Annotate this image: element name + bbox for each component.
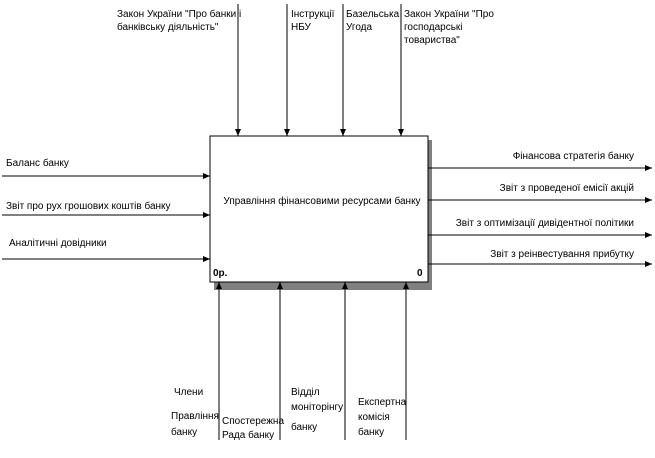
input-arrow-cashflow[interactable]: Звіт про рух грошових коштів банку — [2, 200, 210, 218]
output-arrow-reinvestment[interactable]: Звіт з реінвестування прибутку — [428, 248, 652, 267]
input-label: Баланс банку — [6, 157, 69, 169]
mechanism-label-line: Спостережна — [222, 416, 284, 427]
control-label-line: господарські — [404, 22, 463, 33]
mechanism-arrow-board[interactable]: Члени Правління банку — [171, 282, 222, 440]
mechanism-arrow-supervisory[interactable]: Спостережна Рада банку — [222, 282, 284, 441]
output-arrow-dividend[interactable]: Звіт з оптимізації дивідентної політики — [428, 218, 652, 238]
input-arrow-balance[interactable]: Баланс банку — [2, 157, 210, 179]
input-label: Звіт про рух грошових коштів банку — [6, 200, 171, 212]
control-label-line: Закон України "Про — [404, 9, 494, 20]
input-arrow-analytics[interactable]: Аналітичні довідники — [2, 238, 210, 262]
control-label-line: Угода — [346, 22, 373, 33]
control-label-line: Інструкції — [291, 9, 335, 20]
output-label: Звіт з реінвестування прибутку — [490, 248, 634, 260]
mechanism-label-line: Правління — [171, 411, 219, 422]
function-box-label: Управління фінансовими ресурсами банку — [223, 195, 420, 207]
mechanism-label-line: банку — [171, 426, 197, 438]
mechanism-label-line: моніторінгу — [291, 402, 343, 413]
output-arrow-emission[interactable]: Звіт з проведеної емісії акцій — [428, 183, 652, 203]
control-label-line: банківську діяльність" — [117, 21, 219, 33]
control-arrow-law-banks[interactable]: Закон України "Про банки і банківську ді… — [117, 4, 241, 136]
function-box-number: 0 — [417, 268, 423, 279]
control-arrow-law-companies[interactable]: Закон України "Про господарські товарист… — [398, 4, 494, 136]
mechanism-label-line: Експертна — [358, 397, 407, 408]
mechanism-label-line: комісія — [358, 412, 390, 423]
mechanism-label-line: Члени — [174, 387, 203, 398]
function-box[interactable] — [209, 135, 429, 283]
control-label-line: Закон України "Про банки і — [117, 8, 241, 20]
input-label: Аналітичні довідники — [9, 238, 107, 249]
mechanism-label-line: Рада банку — [222, 429, 274, 441]
mechanism-arrow-expert[interactable]: Експертна комісія банку — [358, 282, 409, 440]
output-arrow-strategy[interactable]: Фінансова стратегія банку — [428, 150, 652, 171]
output-label: Звіт з проведеної емісії акцій — [500, 183, 634, 194]
output-label: Фінансова стратегія банку — [513, 150, 634, 162]
function-box-node: 0р. — [213, 268, 228, 279]
mechanism-label-line: банку — [358, 426, 384, 438]
mechanism-arrow-monitoring[interactable]: Відділ моніторінгу банку — [291, 282, 348, 440]
control-label-line: Базельська — [346, 9, 400, 20]
output-label: Звіт з оптимізації дивідентної політики — [456, 218, 634, 229]
control-arrow-nbu-instructions[interactable]: Інструкції НБУ — [284, 4, 335, 136]
control-arrow-basel-accord[interactable]: Базельська Угода — [340, 4, 400, 136]
control-label-line: НБУ — [291, 22, 312, 33]
control-label-line: товариства" — [404, 35, 460, 46]
mechanism-label-line: банку — [291, 421, 317, 433]
mechanism-label-line: Відділ — [291, 387, 320, 398]
